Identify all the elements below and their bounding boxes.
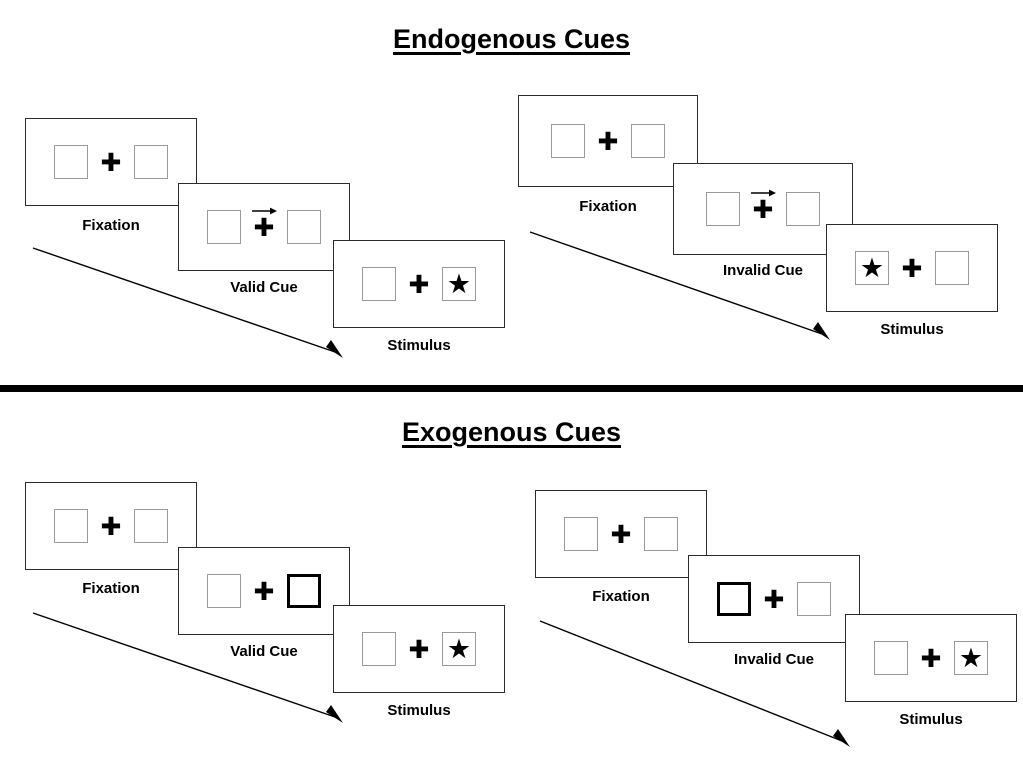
fixation-cross-icon: ✚ — [253, 576, 275, 606]
panel-label-stimulus: Stimulus — [387, 702, 451, 719]
panel-stimulus: ★ ✚ — [826, 224, 998, 312]
panel-label-fixation: Fixation — [579, 198, 637, 215]
panel-valid-cue: ✚ — [178, 183, 350, 271]
box-left — [54, 145, 88, 179]
box-right — [134, 145, 168, 179]
fixation-center: ✚ — [585, 121, 631, 161]
panel-label-invalid-cue: Invalid Cue — [733, 651, 815, 668]
box-right-cued — [287, 574, 321, 608]
fixation-cross-icon: ✚ — [408, 634, 430, 664]
section-exogenous: Exogenous Cues ✚ Fixation ✚ Valid Cue — [0, 392, 1023, 767]
fixation-cross-icon: ✚ — [763, 584, 785, 614]
box-right — [644, 517, 678, 551]
time-flow-arrow — [32, 612, 343, 725]
fixation-center: ✚ — [598, 514, 644, 554]
fixation-cross-icon: ✚ — [752, 194, 774, 224]
panel-label-stimulus: Stimulus — [880, 321, 944, 338]
section-endogenous: Endogenous Cues ✚ Fixation — [25, 24, 998, 360]
fixation-cross-icon: ✚ — [253, 212, 275, 242]
target-star-icon: ★ — [446, 633, 472, 664]
box-left — [207, 574, 241, 608]
box-right — [631, 124, 665, 158]
panel-fixation: ✚ — [518, 95, 698, 187]
box-left — [362, 267, 396, 301]
panel-stimulus: ✚ ★ — [333, 605, 505, 693]
fixation-center: ✚ — [396, 629, 442, 669]
fixation-cross-icon: ✚ — [597, 126, 619, 156]
target-star-icon: ★ — [446, 268, 472, 299]
time-flow-arrow — [539, 620, 850, 749]
arrow-right-icon — [251, 206, 277, 216]
box-left — [362, 632, 396, 666]
fixation-cross-icon: ✚ — [100, 511, 122, 541]
section-title-endogenous: Endogenous Cues — [392, 24, 630, 54]
fixation-center: ✚ — [241, 571, 287, 611]
box-right — [786, 192, 820, 226]
panel-fixation: ✚ — [25, 482, 197, 570]
panel-invalid-cue: ✚ — [673, 163, 853, 255]
fixation-center: ✚ — [751, 579, 797, 619]
panel-stimulus: ✚ ★ — [845, 614, 1017, 702]
box-right — [935, 251, 969, 285]
box-left-target: ★ — [855, 251, 889, 285]
panel-label-stimulus: Stimulus — [899, 711, 963, 728]
fixation-center: ✚ — [88, 142, 134, 182]
fixation-cross-icon: ✚ — [610, 519, 632, 549]
section-title-exogenous: Exogenous Cues — [401, 417, 622, 447]
box-left — [564, 517, 598, 551]
section-divider — [0, 385, 1023, 392]
box-left — [874, 641, 908, 675]
fixation-cross-icon: ✚ — [901, 253, 923, 283]
box-left — [207, 210, 241, 244]
target-star-icon: ★ — [958, 642, 984, 673]
cue-center: ✚ — [740, 189, 786, 229]
fixation-center: ✚ — [396, 264, 442, 304]
box-right — [797, 582, 831, 616]
box-left — [551, 124, 585, 158]
panel-label-fixation: Fixation — [82, 217, 140, 234]
panel-label-invalid-cue: Invalid Cue — [722, 262, 804, 279]
panel-label-fixation: Fixation — [82, 580, 140, 597]
fixation-center: ✚ — [908, 638, 954, 678]
fixation-cross-icon: ✚ — [100, 147, 122, 177]
fixation-center: ✚ — [88, 506, 134, 546]
arrow-right-icon — [750, 188, 776, 198]
box-left — [706, 192, 740, 226]
box-left-cued — [717, 582, 751, 616]
box-right-target: ★ — [954, 641, 988, 675]
panel-label-valid-cue: Valid Cue — [230, 279, 298, 296]
box-right — [134, 509, 168, 543]
time-flow-arrow — [529, 231, 830, 342]
box-right-target: ★ — [442, 267, 476, 301]
box-left — [54, 509, 88, 543]
panel-invalid-cue: ✚ — [688, 555, 860, 643]
time-flow-arrow — [32, 247, 343, 360]
panel-stimulus: ✚ ★ — [333, 240, 505, 328]
panel-label-fixation: Fixation — [592, 588, 650, 605]
fixation-center: ✚ — [889, 248, 935, 288]
target-star-icon: ★ — [859, 252, 885, 283]
fixation-cross-icon: ✚ — [408, 269, 430, 299]
panel-label-valid-cue: Valid Cue — [230, 643, 298, 660]
fixation-cross-icon: ✚ — [920, 643, 942, 673]
box-right — [287, 210, 321, 244]
panel-label-stimulus: Stimulus — [387, 337, 451, 354]
panel-fixation: ✚ — [535, 490, 707, 578]
panel-valid-cue: ✚ — [178, 547, 350, 635]
cue-center: ✚ — [241, 207, 287, 247]
panel-fixation: ✚ — [25, 118, 197, 206]
box-right-target: ★ — [442, 632, 476, 666]
